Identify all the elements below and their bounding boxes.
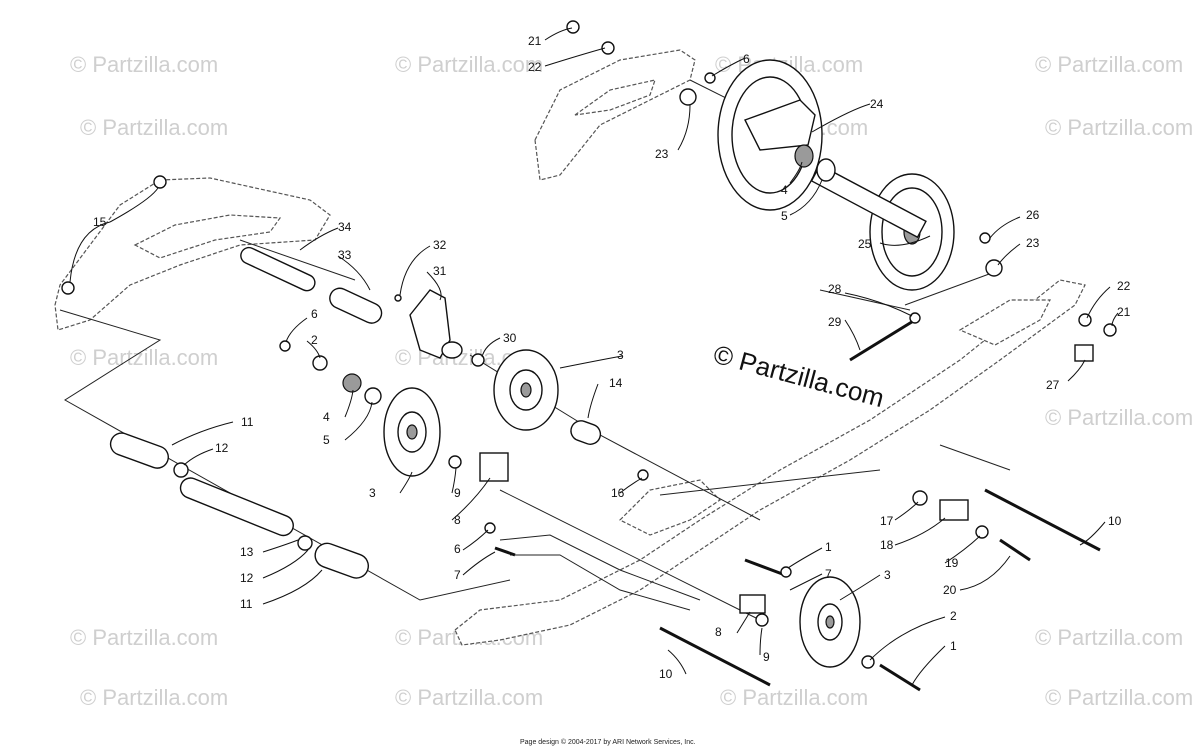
callout-5: 5	[781, 209, 788, 223]
callout-23: 23	[1026, 236, 1040, 250]
watermark: © Partzilla.com	[395, 685, 543, 710]
callout-14: 14	[609, 376, 623, 390]
callout-24: 24	[870, 97, 884, 111]
callout-20: 20	[943, 583, 957, 597]
pivot-arm	[409, 289, 463, 359]
callout-6: 6	[311, 307, 318, 321]
callout-1: 1	[950, 639, 957, 653]
callout-22: 22	[528, 60, 542, 74]
callout-leaders	[69, 27, 1119, 686]
left-slide-rail	[54, 177, 331, 331]
watermark: © Partzilla.com	[1045, 685, 1193, 710]
callout-9: 9	[454, 486, 461, 500]
callout-12: 12	[215, 441, 229, 455]
callout-6: 6	[743, 52, 750, 66]
spacers-and-shafts	[109, 246, 602, 579]
callout-8: 8	[715, 625, 722, 639]
center-watermark: © Partzilla.com	[710, 339, 887, 413]
callout-11: 11	[240, 597, 253, 611]
callout-5: 5	[323, 433, 330, 447]
callout-22: 22	[1117, 279, 1131, 293]
callout-8: 8	[454, 513, 461, 527]
watermark: © Partzilla.com	[720, 685, 868, 710]
callout-3: 3	[369, 486, 376, 500]
callout-labels: 21 22 6 24 23 4 5 25 26 23 28 29 22 21 2…	[93, 34, 1131, 681]
watermark: © Partzilla.com	[395, 52, 543, 77]
idler-wheel-front	[799, 576, 861, 668]
callout-3: 3	[884, 568, 891, 582]
watermark: © Partzilla.com	[1035, 625, 1183, 650]
callout-1: 1	[825, 540, 832, 554]
watermark: © Partzilla.com	[70, 345, 218, 370]
callout-32: 32	[433, 238, 447, 252]
idler-wheel-left	[383, 387, 441, 477]
bearing-rear	[794, 144, 836, 182]
watermark: © Partzilla.com	[80, 685, 228, 710]
rear-axle	[810, 164, 927, 239]
watermarks: © Partzilla.com © Partzilla.com © Partzi…	[70, 52, 1193, 710]
callout-33: 33	[338, 248, 352, 262]
callout-13: 13	[240, 545, 254, 559]
callout-7: 7	[825, 567, 832, 581]
callout-11: 11	[241, 415, 254, 429]
callout-23: 23	[655, 147, 669, 161]
watermark: © Partzilla.com	[70, 52, 218, 77]
callout-17: 17	[880, 514, 894, 528]
page-footer: Page design © 2004-2017 by ARI Network S…	[520, 738, 696, 746]
watermark: © Partzilla.com	[70, 625, 218, 650]
callout-31: 31	[433, 264, 447, 278]
callout-16: 16	[611, 486, 625, 500]
callout-15: 15	[93, 215, 107, 229]
callout-10: 10	[659, 667, 673, 681]
callout-26: 26	[1026, 208, 1040, 222]
callout-10: 10	[1108, 514, 1122, 528]
callout-7: 7	[454, 568, 461, 582]
callout-21: 21	[528, 34, 542, 48]
callout-4: 4	[323, 410, 330, 424]
callout-6: 6	[454, 542, 461, 556]
watermark: © Partzilla.com	[1035, 52, 1183, 77]
callout-2: 2	[950, 609, 957, 623]
callout-29: 29	[828, 315, 842, 329]
callout-30: 30	[503, 331, 517, 345]
callout-28: 28	[828, 282, 842, 296]
right-slide-rail	[454, 279, 1086, 646]
watermark: © Partzilla.com	[1045, 115, 1193, 140]
idler-wheel-middle	[493, 349, 559, 431]
callout-12: 12	[240, 571, 254, 585]
bolts	[494, 318, 1101, 692]
callout-9: 9	[763, 650, 770, 664]
callout-3: 3	[617, 348, 624, 362]
rear-slide-rail	[534, 49, 696, 181]
callout-27: 27	[1046, 378, 1060, 392]
watermark: © Partzilla.com	[80, 115, 228, 140]
rear-idler-wheel-large	[717, 59, 823, 211]
callout-18: 18	[880, 538, 894, 552]
callout-19: 19	[945, 556, 959, 570]
callout-2: 2	[311, 333, 318, 347]
callout-34: 34	[338, 220, 352, 234]
callout-4: 4	[781, 183, 788, 197]
watermark: © Partzilla.com	[1045, 405, 1193, 430]
callout-21: 21	[1117, 305, 1131, 319]
callout-25: 25	[858, 237, 872, 251]
